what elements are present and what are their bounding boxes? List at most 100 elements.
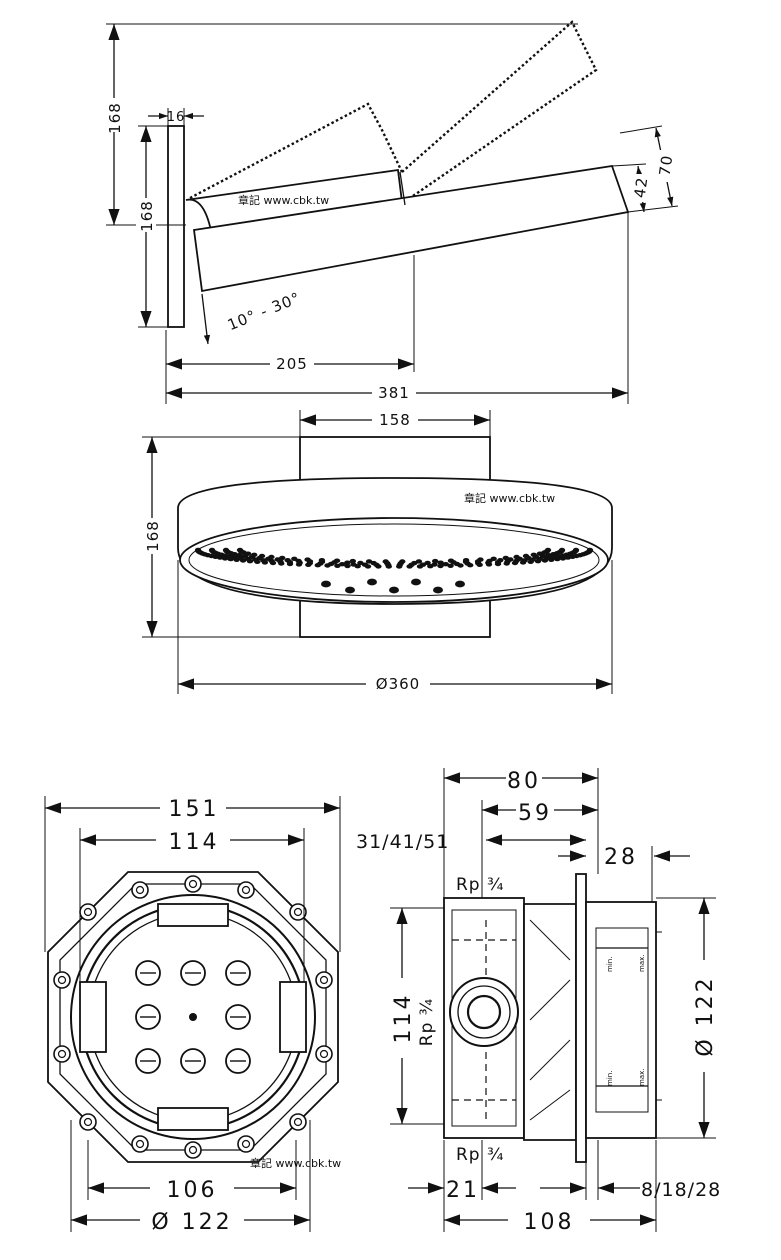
label-max-top: max. (638, 955, 646, 972)
thread-top: Rp ¾ (456, 875, 504, 895)
nozzle (333, 558, 341, 563)
port-grid (135, 960, 251, 1074)
dim-height-top: 168 (106, 102, 124, 134)
dim-arm-to-pivot: 205 (276, 355, 308, 373)
thread-bottom: Rp ¾ (456, 1145, 504, 1165)
dim-height-plate: 168 (138, 200, 156, 232)
dim-depth-59: 59 (518, 801, 552, 826)
nozzle (490, 556, 497, 561)
dim-box-ring-diameter: Ø 122 (151, 1210, 232, 1235)
nozzle (251, 552, 258, 557)
nozzle (477, 557, 484, 562)
center-nozzle (411, 578, 421, 586)
nozzle (522, 553, 530, 559)
side-inlet (449, 977, 519, 1047)
nozzle (572, 547, 580, 553)
center-nozzle (433, 586, 443, 594)
plaster-plate (575, 873, 587, 1163)
dim-front-height: 168 (144, 520, 162, 552)
dim-box-outer-width: 151 (169, 797, 220, 822)
nozzle (462, 558, 470, 563)
mount-boss (79, 903, 97, 921)
dim-variants-bottom: 8/18/28 (641, 1179, 721, 1201)
nozzle (344, 563, 351, 569)
label-min-top: min. (606, 957, 614, 972)
nozzle (339, 562, 346, 567)
box-front-view: 151 114 106 Ø 122 章記 www.cbk.tw (44, 794, 341, 1235)
dim-head-height: 70 (656, 154, 677, 177)
dim-diameter: Ø360 (376, 675, 420, 693)
center-nozzle (389, 586, 399, 594)
mount-boss (79, 1113, 97, 1131)
dim-21: 21 (446, 1178, 480, 1203)
nozzle (530, 552, 537, 557)
watermark-top: 章記 www.cbk.tw (238, 193, 329, 207)
nozzle (447, 563, 454, 568)
nozzle (268, 554, 275, 560)
mount-boss (237, 881, 255, 899)
nozzle (318, 558, 326, 563)
nozzle (284, 558, 291, 563)
thread-side: Rp ¾ (417, 998, 437, 1046)
nozzle (350, 562, 357, 567)
nozzle (502, 555, 509, 561)
center-nozzle (367, 578, 377, 586)
head-raised-dotted (401, 20, 598, 199)
dim-box-inner-width: 114 (169, 830, 220, 855)
finish-cover (585, 901, 657, 1139)
label-max-bottom: max. (638, 1069, 646, 1086)
center-nozzle (345, 586, 355, 594)
nozzle (497, 558, 504, 563)
nozzle (442, 562, 449, 567)
nozzle-pattern (194, 547, 594, 594)
dim-plate-thickness: 16 (167, 110, 186, 125)
watermark-middle: 章記 www.cbk.tw (464, 491, 555, 505)
dim-block-width: 158 (379, 411, 411, 429)
dim-box-ring-width: 106 (167, 1178, 218, 1203)
mount-boss (289, 1113, 307, 1131)
nozzle (544, 547, 552, 553)
dim-diameter-122: Ø 122 (693, 975, 718, 1056)
dim-overall-length: 381 (378, 384, 410, 402)
mount-boss (53, 1045, 71, 1063)
nozzle (431, 562, 438, 567)
mount-boss (131, 881, 149, 899)
dim-28: 28 (604, 845, 638, 870)
mounting-bosses (53, 875, 333, 1159)
nozzle (236, 553, 243, 558)
nozzle (258, 553, 266, 559)
nozzle (447, 558, 455, 563)
nozzle (344, 560, 351, 565)
nozzle (231, 552, 238, 557)
nozzle (279, 555, 286, 561)
nozzle (291, 556, 298, 561)
nozzle (558, 547, 566, 553)
label-min-bottom: min. (606, 1071, 614, 1086)
dim-108: 108 (524, 1210, 575, 1235)
nozzle (349, 558, 356, 564)
bracket-left (79, 981, 107, 1053)
mount-boss (131, 1135, 149, 1153)
nozzle (424, 560, 431, 566)
wall-plate (167, 125, 185, 328)
shower-front-view: 158 168 Ø360 章記 www.cbk.tw (142, 410, 613, 694)
nozzle (244, 551, 252, 556)
box-side-view: min. max. min. max. 80 59 31/41/51 28 Rp… (356, 764, 721, 1235)
dim-depth-80: 80 (507, 769, 541, 794)
mount-boss (315, 1045, 333, 1063)
dim-angle: 10° - 30° (225, 289, 303, 335)
shower-side-view: 168 168 16 70 42 10° - 30° 205 3 (104, 20, 679, 404)
dim-head-thickness: 42 (631, 176, 652, 199)
bracket-bottom (157, 1107, 229, 1131)
mount-boss (315, 971, 333, 989)
mount-boss (184, 1141, 202, 1159)
mount-boss (53, 971, 71, 989)
nozzle (382, 559, 389, 564)
arm-raised-dotted (189, 102, 404, 200)
nozzle (437, 563, 444, 569)
nozzle (304, 557, 311, 562)
dim-variants-top: 31/41/51 (356, 831, 449, 853)
nozzle (437, 560, 444, 565)
nozzle (415, 559, 423, 564)
nozzle (586, 547, 594, 553)
